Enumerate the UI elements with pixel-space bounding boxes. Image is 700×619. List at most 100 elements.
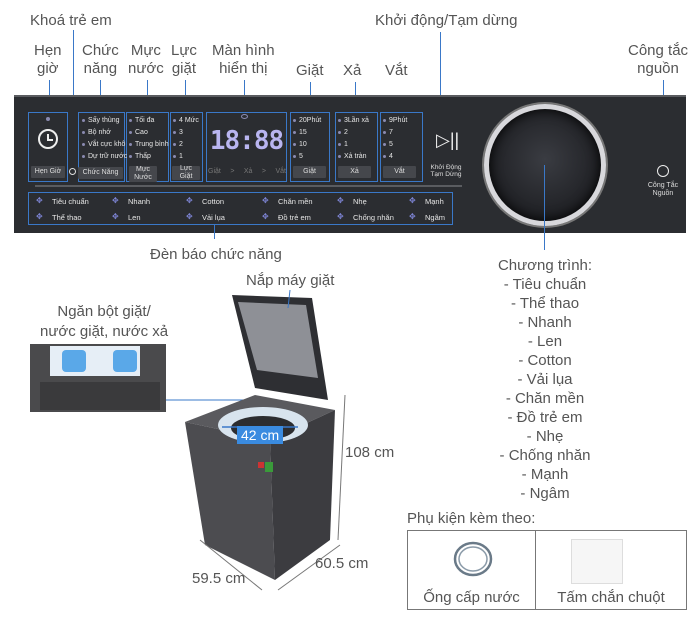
program-list-item: - Mạnh — [521, 466, 569, 483]
wash-time-option: 15 — [293, 128, 307, 137]
divider — [35, 185, 462, 187]
program-list-item: - Nhanh — [518, 314, 572, 331]
program-list-item: - Nhẹ — [526, 428, 564, 445]
function-option: Bộ nhớ — [82, 128, 111, 137]
program-indicator: Vải lụa — [202, 213, 225, 222]
spin-label: Vắt — [385, 62, 408, 79]
wash-force-group — [170, 112, 203, 182]
program-led-icon: ✥ — [337, 212, 344, 221]
accessories-title: Phụ kiện kèm theo: — [407, 510, 536, 527]
program-indicator-bar — [28, 192, 453, 225]
program-list-item: - Len — [527, 333, 563, 350]
play-pause-icon[interactable]: ▷|| — [436, 130, 460, 150]
rinse-count-option: 1 — [338, 140, 348, 149]
wash-group — [290, 112, 330, 182]
function-option: Vắt cực khô — [82, 140, 125, 149]
program-led-icon: ✥ — [337, 196, 344, 205]
display-digits: 18:88 — [209, 126, 284, 156]
program-indicator: Len — [128, 213, 141, 222]
program-indicator: Nhẹ — [353, 197, 367, 206]
program-list-item: - Vải lụa — [517, 371, 573, 388]
function-button[interactable]: Chức Năng — [78, 167, 123, 179]
spin-button[interactable]: Vắt — [383, 166, 416, 178]
program-list-item: - Cotton — [518, 352, 572, 369]
program-list: Chương trình: - Tiêu chuẩn- Thể thao- Nh… — [480, 256, 610, 503]
timer-group — [28, 112, 68, 182]
program-led-icon: ✥ — [409, 196, 416, 205]
rinse-count-option: 2 — [338, 128, 348, 137]
program-dial[interactable] — [484, 104, 606, 226]
dispenser-photo — [30, 344, 166, 412]
display-group — [206, 112, 287, 182]
lid-label: Nắp máy giặt — [246, 272, 335, 289]
start-pause-label: Khởi động/Tạm dừng — [375, 12, 518, 29]
wash-force-option: 4 Mức — [173, 116, 199, 125]
wash-button[interactable]: Giặt — [293, 166, 326, 178]
program-indicator: Chăn mền — [278, 197, 313, 206]
program-indicator: Chống nhăn — [353, 213, 394, 222]
wash-force-option: 1 — [173, 152, 183, 161]
program-indicator: Thể thao — [52, 213, 82, 222]
program-led-icon: ✥ — [112, 196, 119, 205]
program-list-item: - Thể thao — [510, 295, 580, 312]
wash-time-option: 5 — [293, 152, 303, 161]
program-list-item: - Chăn mền — [505, 390, 585, 407]
depth-dimension: 60.5 cm — [315, 555, 369, 572]
water-level-option: Cao — [129, 128, 148, 137]
rinse-count-option: Xả tràn — [338, 152, 367, 161]
dispenser-label: Ngăn bột giặt/nước giặt, nước xả — [40, 303, 169, 340]
program-led-icon: ✥ — [186, 212, 193, 221]
rinse-label: Xả — [343, 62, 362, 79]
wash-time-option: 20Phút — [293, 116, 321, 125]
wash-time-option: 10 — [293, 140, 307, 149]
clock-icon — [38, 129, 58, 149]
program-led-icon: ✥ — [262, 212, 269, 221]
rodent-guard-icon — [571, 539, 623, 584]
function-option: Sấy thùng — [82, 116, 120, 125]
timer-button[interactable]: Hẹn Giờ — [31, 166, 65, 178]
program-indicator: Mạnh — [425, 197, 444, 206]
power-icon[interactable] — [657, 165, 669, 177]
water-level-option: Thấp — [129, 152, 151, 161]
spin-time-option: 4 — [383, 152, 393, 161]
program-led-icon: ✥ — [186, 196, 193, 205]
program-led-icon: ✥ — [112, 212, 119, 221]
program-indicator: Đồ trẻ em — [278, 213, 311, 222]
spin-time-option: 9Phút — [383, 116, 407, 125]
indicator-label: Đèn báo chức năng — [150, 246, 282, 263]
program-list-item: - Đồ trẻ em — [507, 409, 583, 426]
program-indicator: Cotton — [202, 197, 225, 206]
program-indicator: Nhanh — [128, 197, 151, 206]
lock-indicator-icon — [241, 114, 248, 119]
width-dimension: 59.5 cm — [192, 570, 246, 587]
height-dimension: 108 cm — [345, 444, 395, 461]
program-list-item: - Tiêu chuẩn — [503, 276, 587, 293]
accessory-hose: Ống cấp nước — [423, 589, 520, 606]
function-option: Dự trữ nước — [82, 152, 127, 161]
spin-group — [380, 112, 423, 182]
rinse-button[interactable]: Xả — [338, 166, 371, 178]
lock-icon — [69, 168, 76, 175]
program-list-item: - Chống nhăn — [499, 447, 591, 464]
display-steps: Giặt>Xả>Vắt — [208, 168, 286, 175]
program-led-icon: ✥ — [409, 212, 416, 221]
accessory-guard: Tấm chắn chuột — [557, 589, 665, 606]
child-lock-label: Khoá trẻ em — [30, 12, 112, 29]
program-list-item: - Ngâm — [520, 485, 570, 502]
program-indicator: Ngâm — [425, 213, 446, 222]
drum-diameter: 42 cm — [237, 426, 284, 444]
rinse-count-option: 3Lần xả — [338, 116, 369, 125]
spin-time-option: 7 — [383, 128, 393, 137]
spin-time-option: 5 — [383, 140, 393, 149]
water-hose-icon — [453, 541, 493, 577]
program-led-icon: ✥ — [36, 212, 43, 221]
